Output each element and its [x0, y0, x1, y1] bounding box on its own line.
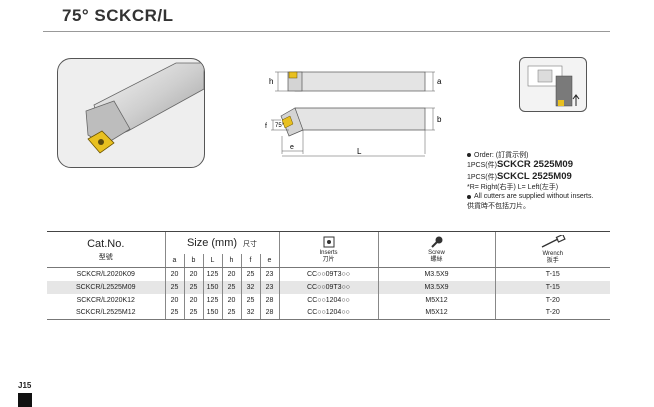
wrench-icon: [541, 233, 566, 248]
order-code-1: SCKCR 2525M09: [496, 159, 573, 171]
order-note-cn: 供貨時不包括刀片。: [467, 202, 530, 210]
col-e: e: [259, 253, 279, 268]
cell-cat: SCKCR/L2020K09: [76, 270, 135, 278]
cell-cat: SCKCR/L2525M12: [47, 306, 165, 320]
bullet-icon: [467, 153, 471, 158]
col-a: a: [164, 253, 184, 268]
arrow-up-icon: [572, 94, 580, 106]
tool-holder-illustration: [85, 62, 204, 154]
page-number: J15: [18, 381, 32, 390]
order-code-2: SCKCL 2525M09: [496, 170, 572, 182]
order-note-en: All cutters are supplied without inserts…: [474, 193, 594, 201]
technical-drawing: h a 75° b f e L: [265, 71, 442, 157]
dim-e-label: e: [290, 144, 294, 151]
dim-h-label: h: [269, 77, 273, 86]
catno-header: Cat.No.型號: [47, 231, 165, 268]
dim-a-label: a: [437, 77, 442, 86]
dim-f-label: f: [265, 123, 267, 130]
bullet-icon: [467, 194, 471, 199]
page-tab-marker: [18, 393, 32, 407]
col-h: h: [221, 253, 241, 268]
size-header: Size (mm)尺寸: [164, 231, 279, 254]
insert-icon: [323, 236, 334, 247]
cell-cat: SCKCR/L2020K12: [76, 296, 135, 304]
cell-cat: SCKCR/L2525M09: [75, 283, 136, 291]
order-hand-note: *R= Right(右手) L= Left(左手): [467, 184, 559, 192]
order-qty-1: 1PCS(件): [467, 162, 497, 170]
orientation-diagram: [519, 57, 587, 112]
order-title: Order: (訂貨示例): [474, 152, 529, 159]
col-b: b: [183, 253, 203, 268]
order-qty-2: 1PCS(件): [467, 173, 497, 181]
col-L: L: [202, 253, 222, 268]
title-rule: [43, 31, 610, 32]
dim-L-label: L: [357, 147, 362, 156]
page-title: 75° SCKCR/L: [62, 6, 174, 25]
col-f: f: [240, 253, 260, 268]
order-info: Order: (訂貨示例) 1PCS(件)SCKCR 2525M09 1PCS(…: [467, 151, 593, 211]
angle-label: 75°: [275, 123, 285, 129]
product-photo: [57, 58, 205, 168]
screw-icon: [430, 236, 442, 248]
dim-b-label: b: [437, 115, 442, 124]
